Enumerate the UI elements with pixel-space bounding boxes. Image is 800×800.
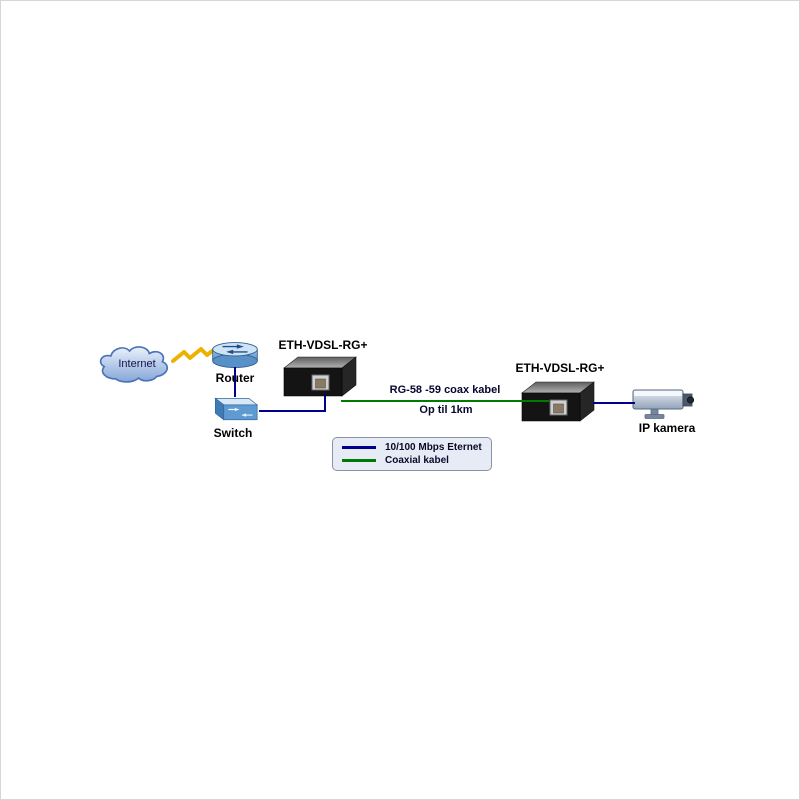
camera-lens <box>686 396 695 404</box>
rj45-port-inner <box>553 403 564 414</box>
legend-row-ethernet: 10/100 Mbps Eternet <box>341 442 483 453</box>
rj45-port-inner <box>315 378 326 389</box>
switch-label: Switch <box>213 426 253 440</box>
lightning-link-icon <box>171 347 217 363</box>
coax-distance-label: Op til 1km <box>419 404 473 416</box>
camera-body-highlight <box>634 391 682 396</box>
switch-arrowhead-right <box>234 407 240 412</box>
converter-left-label: ETH-VDSL-RG+ <box>278 338 368 352</box>
camera-bracket-base <box>644 414 665 419</box>
legend-coax-label: Coaxial kabel <box>385 455 449 466</box>
ip-camera-node <box>631 383 697 421</box>
router-arrows <box>222 345 248 353</box>
media-converter-icon <box>283 356 357 397</box>
internet-label: Internet <box>118 358 156 370</box>
switch-arrows <box>228 408 253 416</box>
switch-arrowhead-left <box>241 413 246 417</box>
switch-front-face <box>223 404 258 421</box>
internet-router-link <box>171 346 217 364</box>
cloud-shape <box>99 346 169 383</box>
router-arrowhead-right <box>236 344 244 349</box>
converter-right-label: ETH-VDSL-RG+ <box>515 361 605 375</box>
converter-left-node <box>283 356 361 398</box>
internet-cloud-icon <box>99 346 169 383</box>
router-label: Router <box>215 371 255 385</box>
router-node <box>210 341 260 370</box>
coax-line-swatch <box>342 459 376 462</box>
coax-cable-label: RG-58 -59 coax kabel <box>389 384 501 396</box>
ethernet-line-swatch <box>342 446 376 449</box>
internet-cloud-node: Internet <box>96 343 178 387</box>
switch-node <box>207 394 259 425</box>
router-icon <box>212 342 258 369</box>
legend-row-coax: Coaxial kabel <box>341 455 483 466</box>
switch-icon <box>214 397 259 421</box>
ip-camera-label: IP kamera <box>638 421 696 435</box>
router-sides <box>212 349 258 361</box>
lightning-zigzag <box>171 347 217 363</box>
legend-box: 10/100 Mbps Eternet Coaxial kabel <box>332 437 492 471</box>
legend-ethernet-label: 10/100 Mbps Eternet <box>385 442 482 453</box>
ip-camera-icon <box>632 389 695 419</box>
router-top <box>212 342 258 357</box>
router-arrowhead-left <box>226 349 234 355</box>
